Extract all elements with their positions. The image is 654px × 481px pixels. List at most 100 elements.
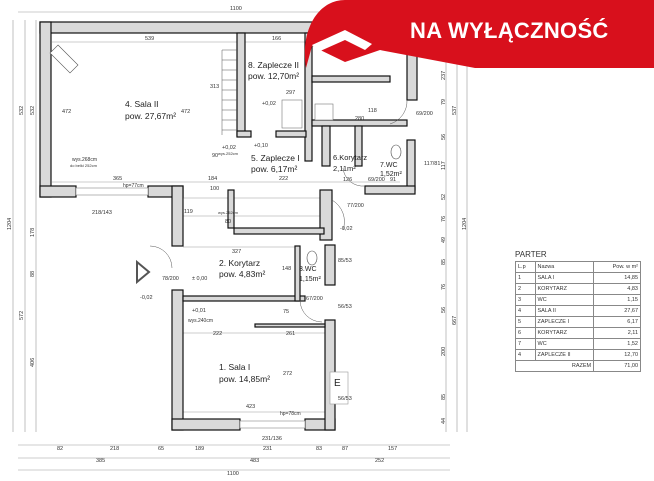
- cell: 2,11: [593, 327, 641, 339]
- height-note: wys.252cm: [218, 210, 239, 215]
- cell: ZAPLECZE I: [534, 316, 595, 328]
- dimension-label: 252: [375, 458, 384, 464]
- entrance-marker-icon: [136, 259, 151, 285]
- total-label: RAZEM: [514, 360, 595, 372]
- door-label: 56/53: [338, 396, 352, 402]
- dimension-label: 44: [441, 418, 447, 424]
- dimension-label: 280: [355, 116, 364, 122]
- dimension-label: 76: [441, 216, 447, 222]
- dimension-label: 222: [213, 331, 222, 337]
- shower-icon: [281, 99, 303, 129]
- level-marker: -0,02: [140, 295, 153, 301]
- dimension-label: 189: [195, 446, 204, 452]
- cell: 5: [515, 316, 536, 328]
- cell: 6: [515, 327, 536, 339]
- dimension-label: 667: [452, 316, 458, 325]
- right-dimensions: 237 79 56 117 52 76 49 85 76 56 200 85 4…: [441, 71, 468, 424]
- room-name: 1. Sala I: [219, 362, 250, 372]
- sill-note: hp=78cm: [280, 411, 301, 417]
- level-markers: +0,02 +0,02 +0,10 -0,02 ± 0,00 -0,02 +0,…: [140, 101, 353, 314]
- room-area: pow. 4,83m²: [219, 269, 265, 279]
- dimension-label: 365: [113, 176, 122, 182]
- dimension-label: 537: [452, 106, 458, 115]
- door-swings: [149, 99, 408, 323]
- dimension-label: 76: [441, 284, 447, 290]
- cell: 1,15: [593, 294, 641, 306]
- electric-meter-box: [329, 371, 349, 405]
- notes: wys.268cm do belki 252cm wys.252cm wys.2…: [70, 151, 341, 417]
- door-label: 117/81: [424, 161, 440, 167]
- dimension-label: 423: [246, 404, 255, 410]
- dimension-label: 1204: [7, 218, 13, 230]
- room-area: pow. 6,17m²: [251, 164, 297, 174]
- cell: 1: [515, 272, 536, 284]
- dimension-label: 85: [441, 394, 447, 400]
- total-value: 71,00: [593, 360, 641, 372]
- dimension-label: 91: [390, 177, 396, 183]
- dimension-label: 148: [282, 266, 291, 272]
- door-label: 231/136: [262, 436, 282, 442]
- dimension-label: 85: [441, 259, 447, 265]
- dimension-label: 1100: [227, 471, 239, 477]
- dimension-label: 117: [441, 161, 447, 170]
- cell: SALA I: [534, 272, 595, 284]
- dimension-label: 472: [62, 109, 71, 115]
- room-area: pow. 12,70m²: [248, 71, 299, 81]
- room-name: 2. Korytarz: [219, 258, 260, 268]
- dimension-label: 327: [232, 249, 241, 255]
- height-note: wys.240cm: [188, 318, 213, 324]
- sill-note: hp=77cm: [123, 183, 144, 189]
- dimension-label: 483: [250, 458, 259, 464]
- cell: 4,83: [593, 283, 641, 295]
- cell: 6,17: [593, 316, 641, 328]
- dimension-label: 87: [342, 446, 348, 452]
- left-dimensions: 532 532 178 88 572 406 1204: [7, 106, 36, 367]
- room-name: 8. Zaplecze II: [248, 60, 299, 70]
- dimension-label: 200: [441, 347, 447, 356]
- dimension-label: 313: [210, 84, 219, 90]
- dimension-label: 126: [343, 177, 352, 183]
- dimension-label: 75: [283, 309, 289, 315]
- legend-title: PARTER: [515, 250, 547, 259]
- dimension-label: 83: [316, 446, 322, 452]
- room-name: 6.Korytarz: [333, 153, 367, 162]
- dimension-label: 1204: [462, 218, 468, 230]
- dimension-label: 166: [272, 36, 281, 42]
- dimension-label: 88: [30, 271, 36, 277]
- dimension-label: 56: [441, 134, 447, 140]
- cell: 1,52: [593, 338, 641, 350]
- room-name: 7.WC: [380, 162, 398, 169]
- dimension-label: 82: [57, 446, 63, 452]
- dimension-label: 472: [181, 109, 190, 115]
- cell: 2: [515, 283, 536, 295]
- dimension-label: 272: [283, 371, 292, 377]
- dimension-label: 297: [286, 90, 295, 96]
- dimension-lines: [12, 11, 468, 471]
- walls: [39, 21, 441, 431]
- dimension-label: 1100: [230, 6, 242, 12]
- cell: ZAPLECZE II: [534, 349, 595, 361]
- height-note: wys.252cm: [218, 151, 239, 156]
- electric-panel-icon: [49, 44, 79, 74]
- dimension-label: 56: [441, 307, 447, 313]
- dimension-label: 572: [19, 311, 25, 320]
- header-name: Nazwa: [534, 261, 595, 273]
- cell: WC: [534, 338, 595, 350]
- cell: 27,67: [593, 305, 641, 317]
- room-name: 4. Sala II: [125, 99, 159, 109]
- dimension-label: 90: [212, 153, 218, 159]
- cell: 3: [515, 294, 536, 306]
- door-label: 67/200: [306, 296, 323, 302]
- door-label: 78/200: [162, 276, 179, 282]
- sink-icon: [314, 103, 334, 121]
- door-label: 77/200: [347, 203, 364, 209]
- room-name: 5. Zaplecze I: [251, 153, 300, 163]
- cell: 14,85: [593, 272, 641, 284]
- dimension-label: 184: [208, 176, 217, 182]
- dimension-label: 532: [30, 106, 36, 115]
